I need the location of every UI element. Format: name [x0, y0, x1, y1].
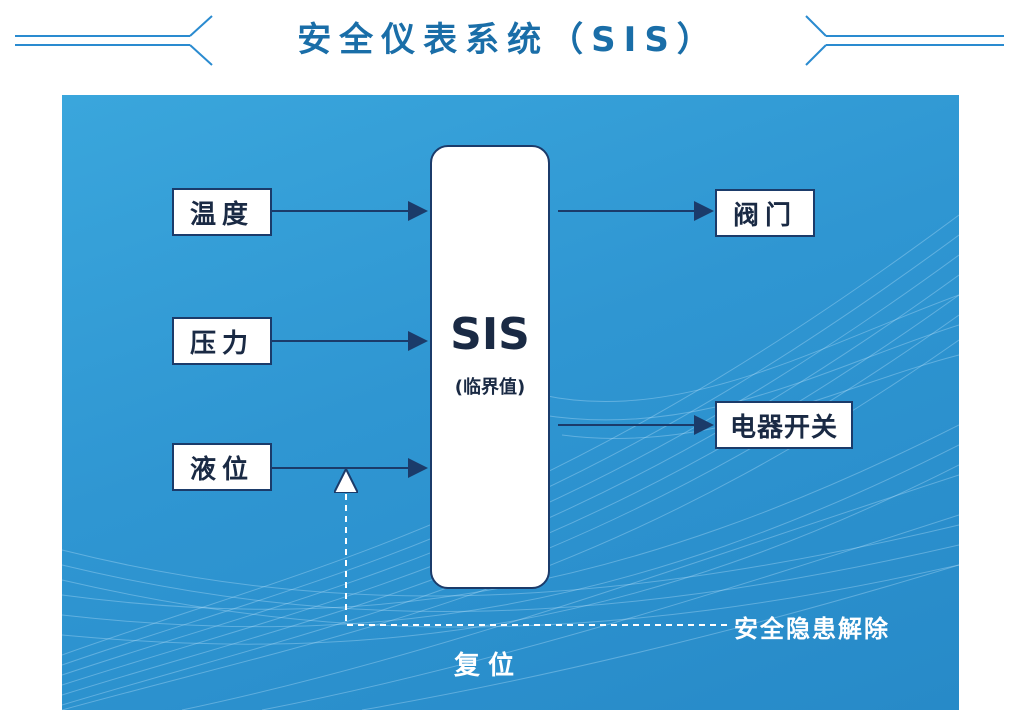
input-box-level: 液位 [172, 443, 272, 491]
sis-controller-block: SIS (临界值) [430, 145, 550, 589]
hazard-cleared-label: 安全隐患解除 [734, 615, 890, 643]
title-decoration [15, 15, 1004, 66]
output-box-switch: 电器开关 [715, 401, 853, 449]
input-box-pressure: 压力 [172, 317, 272, 365]
output-box-valve: 阀门 [715, 189, 815, 237]
sis-label: SIS [450, 309, 530, 360]
page-title: 安全仪表系统（SIS） [297, 20, 719, 60]
feedback-dashed-path [346, 481, 727, 626]
input-box-temperature: 温度 [172, 188, 272, 236]
arrow-layer [272, 201, 727, 626]
sis-critical-value-label: (临界值) [454, 377, 526, 398]
output-label-switch: 电器开关 [729, 412, 838, 443]
input-label-pressure: 压力 [189, 328, 254, 359]
input-label-temperature: 温度 [189, 199, 254, 230]
input-label-level: 液位 [189, 454, 254, 485]
reset-label: 复位 [454, 651, 523, 681]
title-bar: 安全仪表系统（SIS） [0, 0, 1016, 86]
diagram-panel: 温度 压力 液位 SIS (临界值) 阀门 电器开关 安全隐患解除 复位 [62, 95, 959, 710]
output-label-valve: 阀门 [732, 200, 797, 231]
